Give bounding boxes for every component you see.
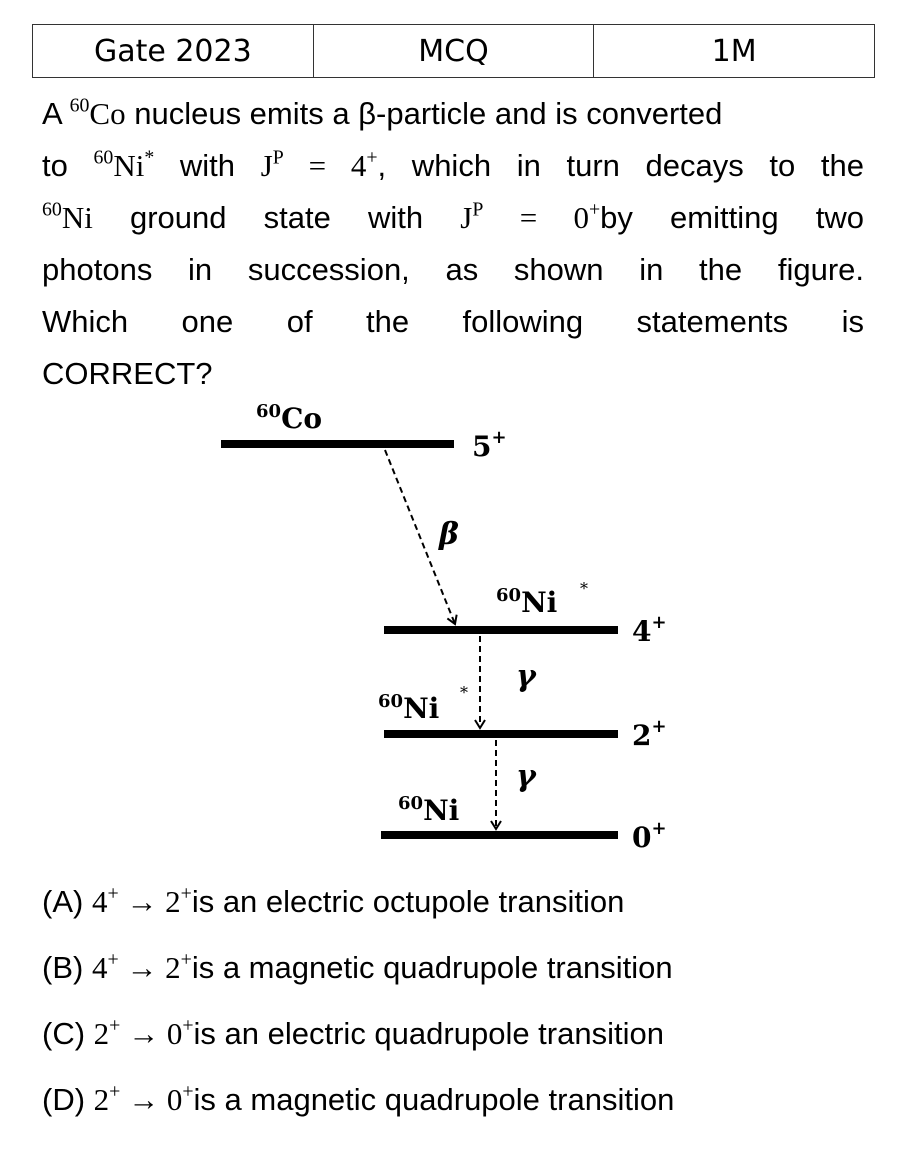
q-eq: = 0 xyxy=(483,200,589,235)
option-d[interactable]: (D) 2+ → 0+is a magnetic quadrupole tran… xyxy=(42,1074,882,1140)
label-ni-2plus: 60Ni xyxy=(378,691,439,725)
header-type: MCQ xyxy=(312,24,595,78)
star-ni-2plus: * xyxy=(460,683,468,702)
option-transition: 2+ → 0+ xyxy=(94,1082,194,1117)
q-text: with xyxy=(154,148,261,183)
q-parity: + xyxy=(366,146,378,169)
spin-0plus: 0+ xyxy=(632,818,667,854)
from-spin: 4 xyxy=(91,950,108,985)
q-spin-parity: JP = 4+ xyxy=(261,148,378,183)
header-table: Gate 2023 MCQ 1M xyxy=(32,24,875,78)
option-a[interactable]: (A) 4+ → 2+is an electric octupole trans… xyxy=(42,876,882,942)
option-label: (C) xyxy=(42,1016,94,1051)
q-text: , which in turn decays to the xyxy=(377,148,865,183)
question-line-5: Which one of the following statements is xyxy=(42,304,864,339)
q-p: P xyxy=(272,146,284,169)
q-j: J xyxy=(260,148,273,183)
q-text: nucleus emits a β-particle and is conver… xyxy=(125,96,723,131)
from-parity: + xyxy=(107,948,119,971)
option-text: is a magnetic quadrupole transition xyxy=(193,1082,675,1117)
q-spin-parity: JP = 0+ xyxy=(460,200,600,235)
arrow: → xyxy=(120,1082,167,1117)
label-co: 60Co xyxy=(256,401,322,435)
q-text: to xyxy=(42,148,94,183)
option-transition: 2+ → 0+ xyxy=(94,1016,194,1051)
to-spin: 0 xyxy=(166,1082,183,1117)
q-mass-number: 60 xyxy=(69,94,90,117)
from-spin: 2 xyxy=(93,1016,110,1051)
option-text: is an electric quadrupole transition xyxy=(193,1016,664,1051)
from-spin: 4 xyxy=(91,884,108,919)
q-eq: = 4 xyxy=(283,148,367,183)
q-text: ground state with xyxy=(92,200,461,235)
q-mass-number: 60 xyxy=(42,198,62,221)
q-nuclide-co: 60Co xyxy=(70,96,126,131)
q-parity: + xyxy=(588,198,601,221)
spin-5plus: 5+ xyxy=(472,427,507,463)
question-text: A 60Co nucleus emits a β-particle and is… xyxy=(42,88,864,400)
question-line-6: CORRECT? xyxy=(42,356,213,391)
q-element: Ni xyxy=(61,200,93,235)
from-spin: 2 xyxy=(93,1082,110,1117)
arrow: → xyxy=(118,950,166,985)
option-transition: 4+ → 2+ xyxy=(92,950,192,985)
label-ni-4plus: 60Ni xyxy=(496,585,557,619)
q-nuclide-ni: 60Ni xyxy=(42,200,93,235)
label-gamma-1: γ xyxy=(516,659,537,694)
q-nuclide-ni-excited: 60Ni* xyxy=(94,148,155,183)
question-line-2: to 60Ni* with JP = 4+, which in turn dec… xyxy=(42,140,864,192)
star-ni-4plus: * xyxy=(580,579,588,598)
question-line-3: 60Ni ground state with JP = 0+by emittin… xyxy=(42,192,864,244)
to-parity: + xyxy=(180,882,192,905)
spin-4plus: 4+ xyxy=(632,612,667,648)
beta-decay-arrow xyxy=(384,449,458,626)
label-ni-0plus: 60Ni xyxy=(398,793,459,827)
header-marks: 1M xyxy=(593,24,875,78)
header-exam: Gate 2023 xyxy=(32,24,314,78)
from-parity: + xyxy=(109,1080,121,1103)
q-text: by emitting two xyxy=(600,200,864,235)
q-excited-star: * xyxy=(144,146,155,169)
to-spin: 2 xyxy=(165,884,181,919)
to-parity: + xyxy=(182,1014,194,1037)
option-label: (A) xyxy=(42,884,92,919)
from-parity: + xyxy=(107,882,119,905)
option-c[interactable]: (C) 2+ → 0+is an electric quadrupole tra… xyxy=(42,1008,882,1074)
option-label: (D) xyxy=(42,1082,94,1117)
option-b[interactable]: (B) 4+ → 2+is a magnetic quadrupole tran… xyxy=(42,942,882,1008)
option-text: is a magnetic quadrupole transition xyxy=(191,950,673,985)
option-text: is an electric octupole transition xyxy=(191,884,625,919)
q-p: P xyxy=(472,198,484,221)
question-line-4: photons in succession, as shown in the f… xyxy=(42,252,864,287)
q-mass-number: 60 xyxy=(93,146,114,169)
q-text: A xyxy=(42,96,70,131)
label-gamma-2: γ xyxy=(516,759,537,794)
option-label: (B) xyxy=(42,950,92,985)
from-parity: + xyxy=(109,1014,121,1037)
to-parity: + xyxy=(180,948,192,971)
arrow: → xyxy=(118,884,166,919)
answer-options: (A) 4+ → 2+is an electric octupole trans… xyxy=(42,876,882,1140)
q-element: Co xyxy=(89,96,126,131)
spin-2plus: 2+ xyxy=(632,716,667,752)
header-row: Gate 2023 MCQ 1M xyxy=(32,24,875,78)
arrow: → xyxy=(120,1016,167,1051)
to-spin: 2 xyxy=(165,950,181,985)
label-beta: β xyxy=(438,517,459,552)
question-line-1: A 60Co nucleus emits a β-particle and is… xyxy=(42,88,864,140)
q-j: J xyxy=(460,200,473,235)
to-parity: + xyxy=(182,1080,194,1103)
option-transition: 4+ → 2+ xyxy=(92,884,192,919)
to-spin: 0 xyxy=(166,1016,183,1051)
q-element: Ni xyxy=(113,148,145,183)
